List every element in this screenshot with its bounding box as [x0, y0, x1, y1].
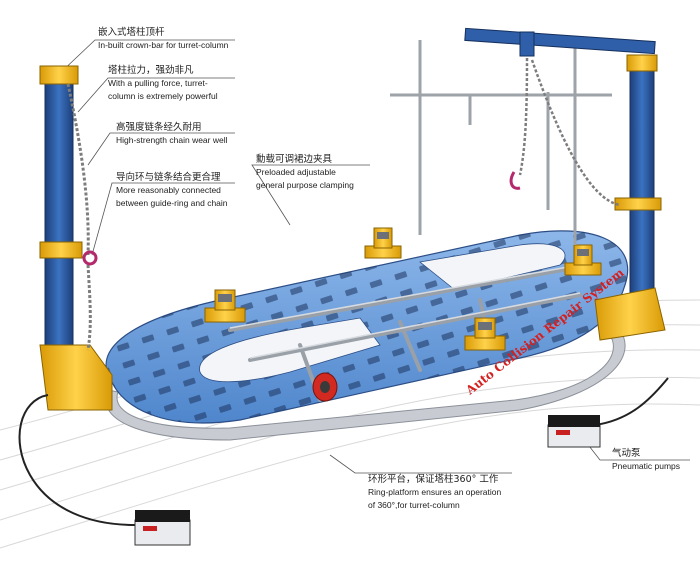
- callout-ring-platform-en1: Ring-platform ensures an operation: [368, 487, 502, 497]
- callout-pulling-force-cn: 塔柱拉力，强劲非凡: [108, 65, 194, 76]
- callout-crown-bar: 嵌入式塔柱顶杆 In-built crown-bar for turret-co…: [98, 26, 228, 52]
- pneumatic-pump: [547, 415, 601, 448]
- callout-ring-platform-cn: 环形平台，保证塔柱360° 工作: [368, 474, 499, 485]
- callout-ring-platform: 环形平台，保证塔柱360° 工作 Ring-platform ensures a…: [368, 473, 501, 512]
- callout-chain: 高强度链条经久耐用 High-strength chain wear well: [116, 121, 228, 147]
- callout-pumps: 气动泵 Pneumatic pumps: [612, 447, 680, 473]
- callout-clamping-en2: general purpose clamping: [256, 180, 354, 190]
- platform-cutout: [419, 243, 566, 291]
- hook-icon: [509, 171, 521, 190]
- callout-pulling-force-en2: column is extremely powerful: [108, 91, 218, 101]
- callout-clamping-en1: Preloaded adjustable: [256, 167, 336, 177]
- callout-guide-ring-en2: between guide-ring and chain: [116, 198, 228, 208]
- chain-icon: [518, 57, 621, 207]
- turret-column-left: [39, 65, 113, 411]
- callout-crown-bar-cn: 嵌入式塔柱顶杆: [98, 27, 165, 38]
- sill-clamps: [204, 227, 602, 351]
- frame-rails: [228, 263, 592, 402]
- chain-icon: [66, 83, 92, 351]
- turret-column-right: [464, 27, 666, 341]
- callout-clamping: 勳载可调裙边夹具 Preloaded adjustable general pu…: [256, 153, 354, 192]
- callout-chain-cn: 高强度链条经久耐用: [116, 122, 202, 133]
- callout-pulling-force: 塔柱拉力，强劲非凡 With a pulling force, turret- …: [108, 64, 218, 103]
- guide-ring-icon: [82, 250, 98, 266]
- hydraulic-hoses: [18, 377, 669, 526]
- measuring-frame: [390, 40, 612, 245]
- callout-guide-ring-en1: More reasonably connected: [116, 185, 221, 195]
- callout-pulling-force-en1: With a pulling force, turret-: [108, 78, 208, 88]
- callout-clamping-cn: 勳载可调裙边夹具: [256, 154, 333, 165]
- callout-ring-platform-en2: of 360°,for turret-column: [368, 500, 460, 510]
- callout-pumps-en: Pneumatic pumps: [612, 461, 681, 471]
- callout-guide-ring-cn: 导向环与链条结合更合理: [116, 172, 221, 183]
- callout-chain-en: High-strength chain wear well: [116, 135, 228, 145]
- callout-guide-ring: 导向环与链条结合更合理 More reasonably connected be…: [116, 171, 228, 210]
- callout-crown-bar-en: In-built crown-bar for turret-column: [98, 40, 229, 50]
- pneumatic-pump: [134, 510, 191, 546]
- callout-pumps-cn: 气动泵: [612, 448, 641, 459]
